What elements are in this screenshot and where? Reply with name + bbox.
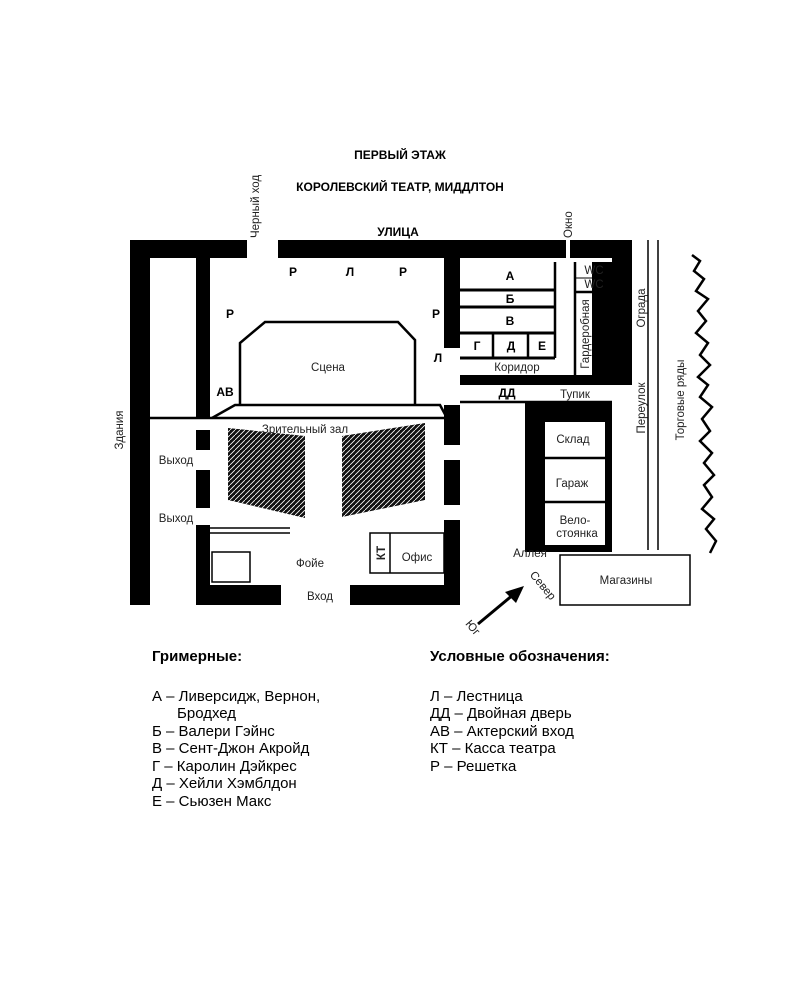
label-stairs: Л xyxy=(346,265,354,279)
seating xyxy=(228,423,425,518)
legend-item: Б – Валери Гэйнс xyxy=(152,722,275,740)
seating-left xyxy=(228,428,305,518)
seating-right xyxy=(342,423,425,517)
label-auditorium: Зрительный зал xyxy=(262,424,348,436)
legend-item: Е – Сьюзен Макс xyxy=(152,792,272,810)
label-corridor: Коридор xyxy=(494,362,539,374)
legend-item: Д – Хейли Хэмблдон xyxy=(152,775,297,792)
label-double-door: ДД xyxy=(498,386,516,400)
label-wc: WC xyxy=(584,279,603,291)
legend-item: Р – Решетка xyxy=(430,757,517,775)
label-market: Торговые ряды xyxy=(675,360,687,441)
label-shops: Магазины xyxy=(600,575,653,587)
plan-subtitle: КОРОЛЕВСКИЙ ТЕАТР, МИДДЛТОН xyxy=(296,179,504,194)
key-heading: Условные обозначения: xyxy=(430,648,610,665)
label-stairs: Л xyxy=(434,351,442,365)
dressing-rooms-legend: Гримерные: А – Ливерсидж, Вернон, Бродхе… xyxy=(152,648,320,810)
label-exit: Выход xyxy=(159,455,194,467)
label-actor-entrance: АВ xyxy=(216,385,234,399)
label-room-e: Е xyxy=(538,339,546,353)
label-buildings: Здания xyxy=(114,410,126,449)
label-window: Окно xyxy=(563,211,575,238)
label-office: Офис xyxy=(402,552,433,564)
label-grate: Р xyxy=(226,307,234,321)
label-fence: Ограда xyxy=(636,288,648,328)
legend-item: Г – Каролин Дэйкрес xyxy=(152,757,297,775)
label-storage: Склад xyxy=(556,434,590,446)
label-wc: WC xyxy=(584,265,603,277)
label-back-door: Черный ход xyxy=(250,175,262,238)
north-arrow xyxy=(477,586,524,626)
label-street: УЛИЦА xyxy=(377,225,419,239)
label-foyer: Фойе xyxy=(296,558,324,570)
legend-item: Бродхед xyxy=(152,705,237,722)
legend-item: ДД – Двойная дверь xyxy=(430,705,572,722)
inner-lines xyxy=(150,240,718,606)
dressing-rooms-heading: Гримерные: xyxy=(152,648,243,665)
label-room-d: Д xyxy=(507,339,516,353)
legend-item: КТ – Касса театра xyxy=(430,740,556,757)
legend-item: АВ – Актерский вход xyxy=(430,722,574,740)
label-room-v: В xyxy=(506,314,515,328)
walls xyxy=(130,240,632,605)
label-south: Юг xyxy=(463,618,482,638)
label-cloakroom: Гардеробная xyxy=(580,299,592,369)
label-room-g: Г xyxy=(474,339,481,353)
label-grate: Р xyxy=(399,265,407,279)
label-bike: Вело- xyxy=(560,515,591,527)
label-stage: Сцена xyxy=(311,362,346,374)
label-garage: Гараж xyxy=(556,478,589,490)
plan-title: ПЕРВЫЙ ЭТАЖ xyxy=(354,147,446,162)
label-box-office: КТ xyxy=(376,546,388,560)
label-entrance: Вход xyxy=(307,591,333,603)
label-dead-end: Тупик xyxy=(560,389,591,401)
label-bike: стоянка xyxy=(556,528,598,540)
legend-item: В – Сент-Джон Акройд xyxy=(152,740,310,757)
label-lane: Переулок xyxy=(636,381,648,433)
legend-item: Л – Лестница xyxy=(430,687,523,705)
label-grate: Р xyxy=(289,265,297,279)
label-alley: Аллея xyxy=(513,548,547,560)
label-room-b: Б xyxy=(506,292,515,306)
label-room-a: А xyxy=(506,269,515,283)
label-grate: Р xyxy=(432,307,440,321)
label-north: Север xyxy=(527,569,558,602)
legend-item: А – Ливерсидж, Вернон, xyxy=(152,687,321,705)
label-exit: Выход xyxy=(159,513,194,525)
key-legend: Условные обозначения: Л – Лестница ДД – … xyxy=(430,648,610,775)
